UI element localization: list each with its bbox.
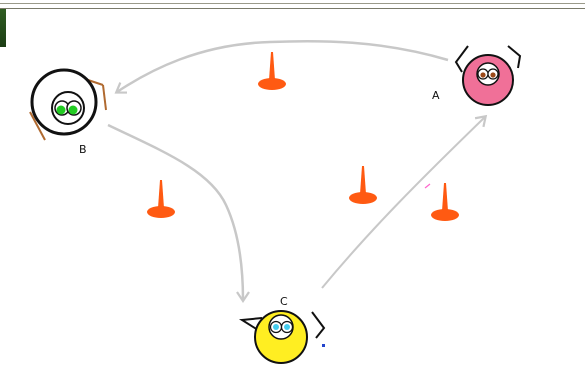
cone — [258, 52, 286, 90]
top-border-line — [0, 3, 585, 4]
green-corner-block — [0, 9, 6, 47]
player-c-label: C — [280, 295, 288, 308]
cone — [349, 166, 377, 204]
top-border-line — [0, 8, 585, 9]
cone — [431, 183, 459, 221]
arrow-b-to-c — [107, 123, 250, 303]
arrow-a-to-b — [114, 39, 449, 94]
player-b — [29, 68, 107, 141]
player-c — [238, 310, 326, 364]
player-a — [454, 45, 522, 106]
arrow-c-to-a — [321, 114, 488, 289]
cone — [147, 180, 175, 218]
stray-mark — [424, 183, 431, 189]
top-border — [0, 0, 585, 12]
player-b-label: B — [79, 143, 87, 156]
player-a-label: A — [432, 89, 440, 102]
